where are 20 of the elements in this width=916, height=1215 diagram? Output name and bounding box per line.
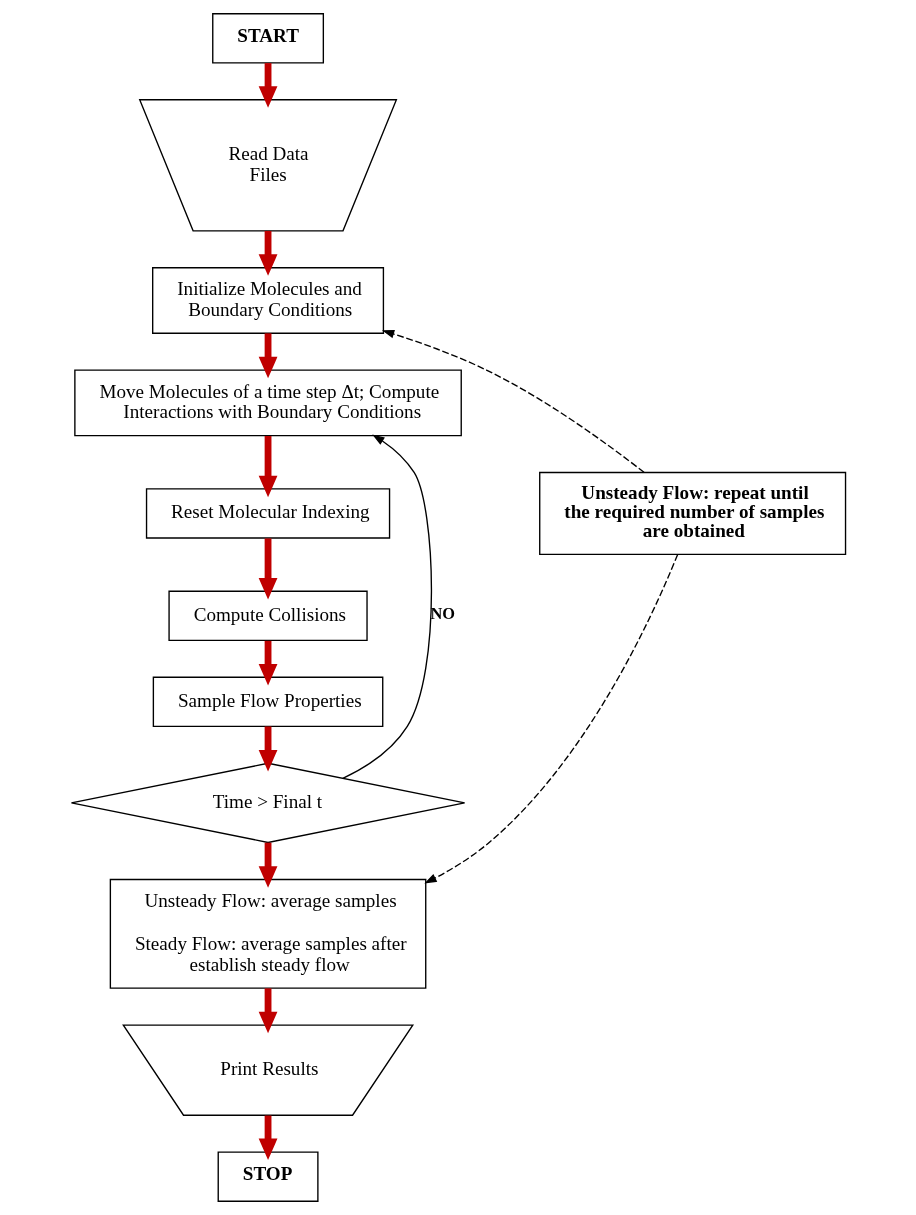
node-diamond: Time > Final t <box>70 762 465 844</box>
arrow <box>258 538 277 600</box>
node-box: Move Molecules of a time step Δt; Compute Interactions with Boundary Conditions <box>73 369 462 437</box>
node-box: Sample Flow Properties <box>152 676 383 728</box>
arrow <box>341 434 432 779</box>
arrow <box>258 230 277 276</box>
node-box: Initialize Molecules and Boundary Conditions <box>151 267 384 334</box>
node-box: Unsteady Flow: average samples Steady Flow: average samples after establish steady flow <box>109 878 426 989</box>
node-box: STOP <box>217 1151 319 1202</box>
arrow <box>258 726 277 772</box>
edge-label: NO <box>430 603 455 623</box>
arrow <box>258 640 277 686</box>
node-box: Unsteady Flow: repeat until the required number of samples are obtained <box>538 471 846 556</box>
node-box: Compute Collisions <box>167 590 368 642</box>
arrow <box>258 1115 277 1161</box>
node-box: Reset Molecular Indexing <box>145 488 390 539</box>
arrow <box>258 842 277 888</box>
arrow <box>381 329 645 473</box>
arrow <box>423 554 678 884</box>
node-box: START <box>211 13 324 64</box>
